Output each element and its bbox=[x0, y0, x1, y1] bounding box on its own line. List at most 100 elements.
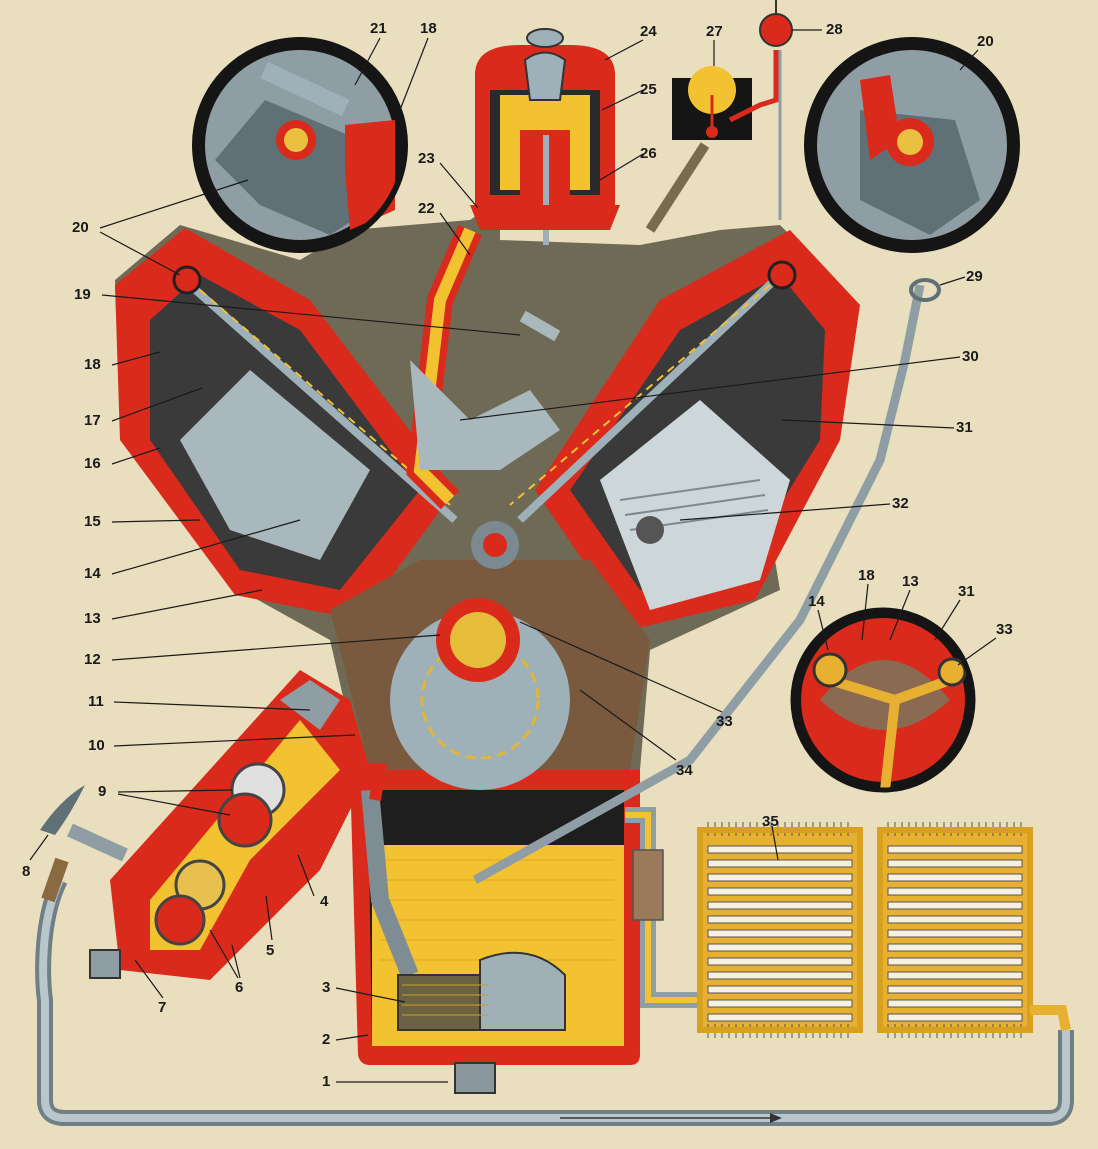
leader-line-i18-0 bbox=[861, 583, 869, 641]
callout-c6: 6 bbox=[235, 979, 243, 996]
leader-line-c7-0 bbox=[134, 959, 164, 999]
dipstick bbox=[472, 278, 941, 884]
cooler-tube bbox=[707, 845, 853, 854]
callout-c34: 34 bbox=[676, 762, 693, 779]
inset-rocker-right bbox=[804, 37, 1020, 253]
cooler-tube bbox=[707, 915, 853, 924]
cooler-tube bbox=[887, 915, 1023, 924]
cooler-tube bbox=[887, 901, 1023, 910]
callout-c2: 2 bbox=[322, 1031, 330, 1048]
inset-rocker-left bbox=[192, 37, 408, 253]
leader-line-c30-0 bbox=[459, 356, 961, 421]
leader-line-c24-0 bbox=[604, 39, 644, 61]
leader-line-c9-1 bbox=[117, 793, 231, 816]
cooler-tube bbox=[887, 873, 1023, 882]
leader-line-c18b-0 bbox=[399, 37, 429, 111]
callout-c31: 31 bbox=[956, 419, 973, 436]
leader-line-c9-0 bbox=[117, 789, 233, 793]
callout-c24: 24 bbox=[640, 23, 657, 40]
leader-line-c34-0 bbox=[579, 689, 677, 761]
leader-line-c33-0 bbox=[519, 621, 723, 713]
callout-c11: 11 bbox=[88, 693, 104, 710]
oil-radiator bbox=[697, 822, 1071, 1038]
leader-line-c18-0 bbox=[111, 351, 161, 366]
cooler-tube bbox=[887, 943, 1023, 952]
cooler-feed-pipe bbox=[625, 807, 700, 1008]
leader-line-c29-0 bbox=[939, 276, 966, 286]
cooler-tube bbox=[707, 971, 853, 980]
leader-line-c16-0 bbox=[111, 447, 161, 465]
callout-c15: 15 bbox=[84, 513, 101, 530]
callout-c8: 8 bbox=[22, 863, 30, 880]
return-oil-pipe bbox=[35, 876, 1074, 1126]
callout-i31: 31 bbox=[958, 583, 975, 600]
cooler-tube bbox=[887, 859, 1023, 868]
leader-line-c10-0 bbox=[113, 734, 356, 747]
leader-line-c3-0 bbox=[335, 987, 406, 1003]
callout-c19: 19 bbox=[74, 286, 91, 303]
leader-line-c13-0 bbox=[111, 589, 263, 620]
callout-c35: 35 bbox=[762, 813, 779, 830]
callout-c12: 12 bbox=[84, 651, 101, 668]
oil-pressure-gauge bbox=[645, 66, 752, 233]
leader-line-c14-0 bbox=[111, 519, 301, 575]
callout-c7: 7 bbox=[158, 999, 166, 1016]
leader-line-c19-0 bbox=[101, 294, 521, 336]
cooler-tube bbox=[887, 971, 1023, 980]
leader-line-i31-0 bbox=[934, 599, 961, 641]
callout-c1: 1 bbox=[322, 1073, 330, 1090]
leader-line-c2-0 bbox=[335, 1034, 369, 1041]
cooler-tube bbox=[707, 999, 853, 1008]
inset-crankshaft-channels bbox=[790, 607, 976, 793]
callout-c32: 32 bbox=[892, 495, 909, 512]
leader-line-c12-0 bbox=[111, 634, 441, 661]
leader-line-c20-0 bbox=[99, 231, 181, 276]
leader-line-c17-0 bbox=[111, 387, 203, 422]
leader-line-c26-0 bbox=[599, 153, 644, 181]
leader-line-c20b-0 bbox=[959, 49, 979, 71]
cooler-tube bbox=[887, 985, 1023, 994]
leader-line-c25-0 bbox=[601, 89, 644, 111]
leader-line-c11-0 bbox=[113, 701, 311, 711]
callout-c5: 5 bbox=[266, 942, 274, 959]
leader-line-i14-0 bbox=[817, 609, 829, 651]
leader-line-c5-0 bbox=[265, 895, 273, 941]
drain-plug bbox=[454, 1062, 496, 1094]
callout-c21: 21 bbox=[370, 20, 387, 37]
callout-c10: 10 bbox=[88, 737, 105, 754]
cooler-tube bbox=[707, 929, 853, 938]
leader-line-c8-0 bbox=[29, 834, 49, 861]
leader-line-c20-1 bbox=[99, 179, 249, 229]
callout-c13: 13 bbox=[84, 610, 101, 627]
oil-cooler-tap bbox=[40, 785, 128, 903]
callout-c33: 33 bbox=[716, 713, 733, 730]
callout-c27: 27 bbox=[706, 23, 723, 40]
cooler-tube bbox=[887, 1013, 1023, 1022]
engine-block bbox=[115, 200, 860, 790]
leader-line-c21-0 bbox=[354, 37, 381, 86]
callout-c9: 9 bbox=[98, 783, 106, 800]
leader-line-c22-0 bbox=[439, 212, 471, 256]
callout-c22: 22 bbox=[418, 200, 435, 217]
callout-c25: 25 bbox=[640, 81, 657, 98]
leader-line-i13-0 bbox=[889, 589, 911, 641]
cooler-tube bbox=[707, 887, 853, 896]
callout-i14: 14 bbox=[808, 593, 825, 610]
callout-c14: 14 bbox=[84, 565, 101, 582]
callout-c20: 20 bbox=[72, 219, 89, 236]
callout-i18: 18 bbox=[858, 567, 875, 584]
callout-c18b: 18 bbox=[420, 20, 437, 37]
cooler-tube bbox=[707, 1013, 853, 1022]
callout-c20b: 20 bbox=[977, 33, 994, 50]
callout-c23: 23 bbox=[418, 150, 435, 167]
callout-leaders bbox=[29, 29, 997, 1083]
callout-c4: 4 bbox=[320, 893, 329, 910]
cooler-tube bbox=[707, 901, 853, 910]
cooler-tube bbox=[887, 845, 1023, 854]
leader-line-c4-0 bbox=[297, 854, 315, 897]
leader-line-i33-0 bbox=[957, 637, 997, 666]
cooler-tube bbox=[707, 985, 853, 994]
